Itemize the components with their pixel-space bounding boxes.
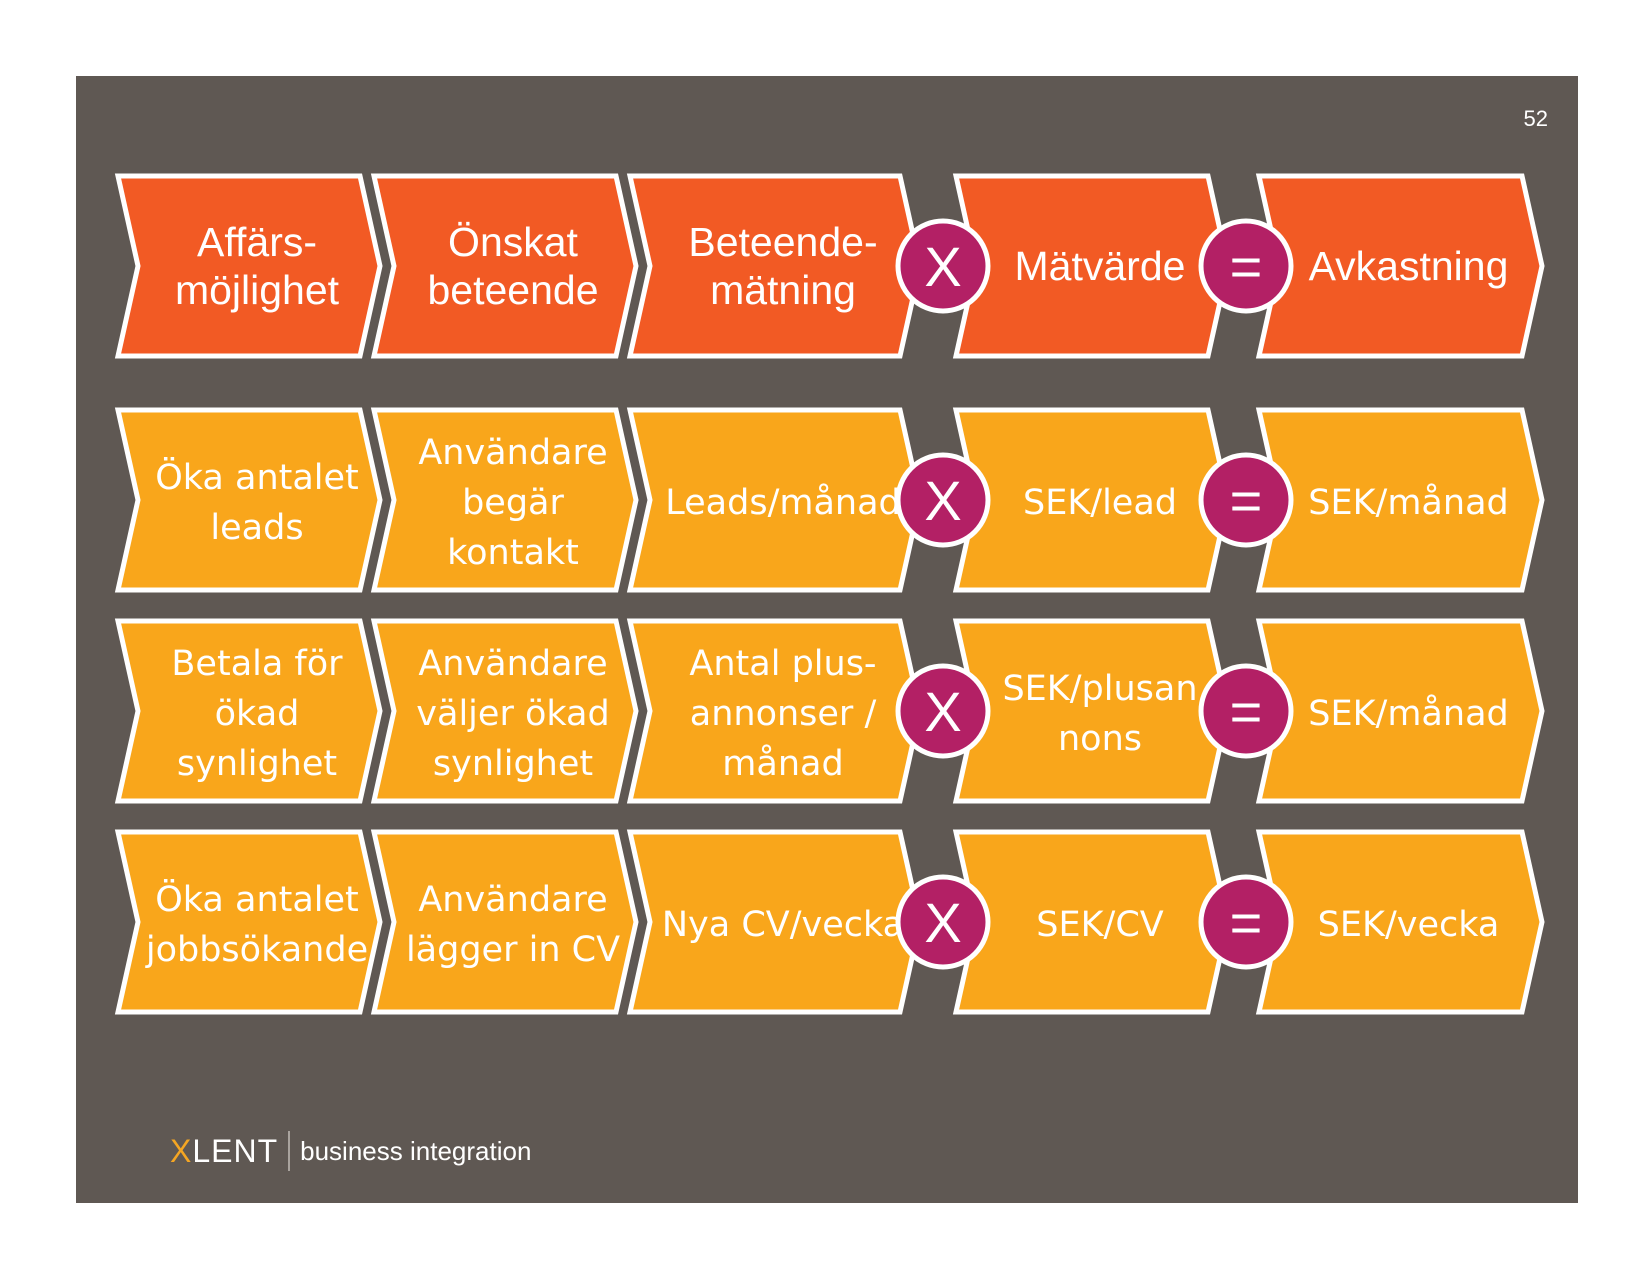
brand-x: X: [170, 1132, 193, 1169]
data-row-3-multiply-symbol: X: [924, 891, 961, 954]
data-row-3-label-4: SEK/CV: [1036, 905, 1164, 945]
data-row-3-equals-operator: [1198, 874, 1294, 970]
data-row-1-label-4: SEK/lead: [1023, 483, 1177, 523]
header-row-chevron-2: [370, 173, 639, 359]
data-row-3-label-5: SEK/vecka: [1318, 905, 1500, 945]
footer-divider: [288, 1131, 291, 1171]
data-row-1-label-5: SEK/månad: [1308, 482, 1508, 523]
header-row-label-1: Affärs-möjlighet: [175, 219, 340, 313]
data-row-1-chevron-3: [626, 407, 923, 593]
data-row-1-multiply-operator: [895, 452, 991, 548]
data-row-3-label-3: Nya CV/vecka: [662, 905, 904, 945]
data-row-2-chevron-1: [114, 618, 383, 804]
data-row-3-chevron-2: [370, 829, 639, 1015]
data-row-2-chevron-3: [626, 618, 923, 804]
data-row-2-equals-operator: [1198, 663, 1294, 759]
brand-rest: LENT: [192, 1132, 279, 1169]
data-row-1-equals-symbol: =: [1230, 469, 1263, 532]
header-row-chevron-3: [626, 173, 923, 359]
data-row-1-multiply-symbol: X: [924, 469, 961, 532]
data-row-2-chevron-4: [952, 618, 1231, 804]
data-row-3-multiply-operator: [895, 874, 991, 970]
data-row-3-chevron-3: [626, 829, 923, 1015]
data-row-2-chevron-2: [370, 618, 639, 804]
data-row-1-label-3: Leads/månad: [665, 482, 901, 523]
brand-wordmark: XLENT: [170, 1133, 278, 1170]
page-number: 52: [1523, 106, 1548, 131]
header-row-equals-operator: [1198, 218, 1294, 314]
data-row-3-chevron-1: [114, 829, 383, 1015]
data-row-2-label-5: SEK/månad: [1308, 693, 1508, 734]
footer-logo: XLENT business integration: [170, 1126, 531, 1176]
footer-tagline: business integration: [300, 1135, 532, 1166]
header-row-label-5: Avkastning: [1309, 243, 1509, 289]
data-row-2-multiply-operator: [895, 663, 991, 759]
data-row-2-multiply-symbol: X: [924, 680, 961, 743]
header-row-multiply-symbol: X: [924, 235, 961, 298]
data-row-1-chevron-2: [370, 407, 639, 593]
data-row-3-equals-symbol: =: [1230, 891, 1263, 954]
data-row-1-chevron-1: [114, 407, 383, 593]
header-row-label-4: Mätvärde: [1015, 243, 1186, 289]
header-row-equals-symbol: =: [1230, 235, 1263, 298]
header-row-chevron-1: [114, 173, 383, 359]
header-row-label-3: Beteende-mätning: [688, 219, 877, 313]
header-row-multiply-operator: [895, 218, 991, 314]
data-row-2-equals-symbol: =: [1230, 680, 1263, 743]
data-row-2-label-3: Antal plus-annonser /månad: [689, 644, 876, 784]
data-row-1-equals-operator: [1198, 452, 1294, 548]
